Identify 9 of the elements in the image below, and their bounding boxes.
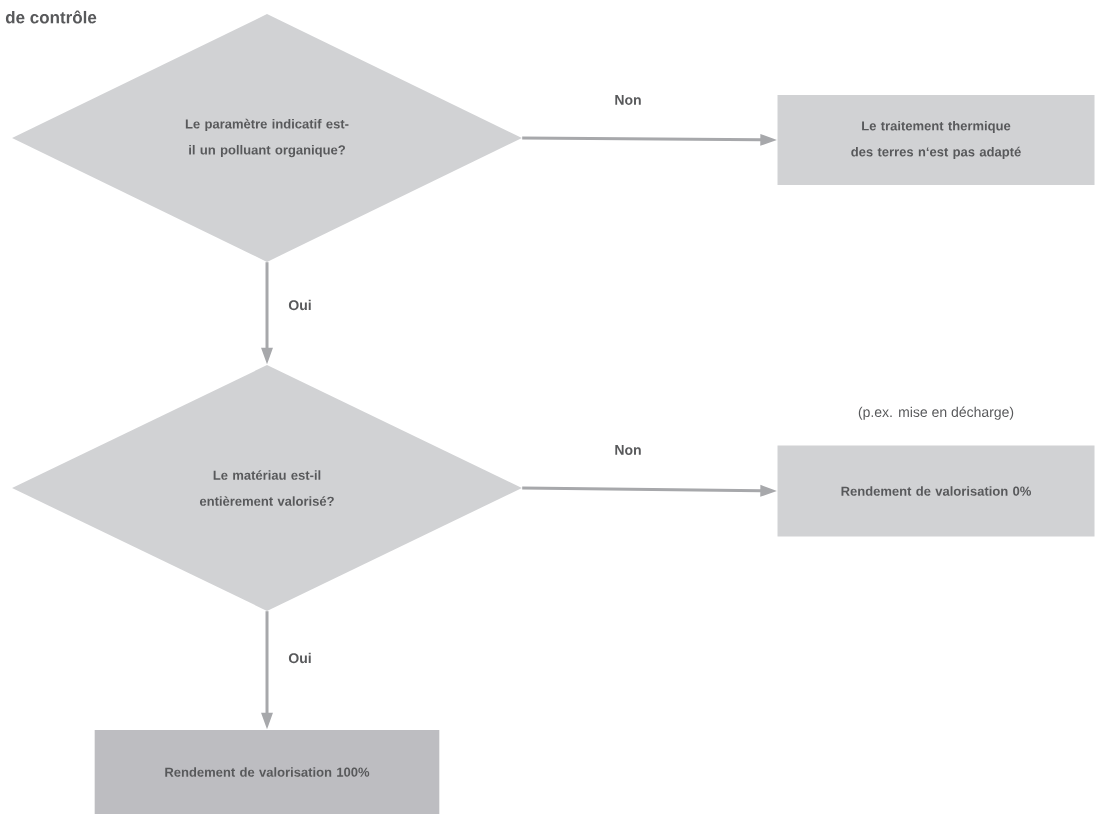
result-box: Rendement de valorisation 100% (94, 730, 440, 814)
note-text: (p.ex. mise en décharge) (858, 406, 1014, 420)
edge-label: Non (615, 95, 641, 105)
edge-label: Oui (288, 652, 311, 664)
result-box: Rendement de valorisation 0% (777, 445, 1095, 537)
result-box: Le traitement thermique des terres n‘est pas adapté (777, 95, 1095, 185)
edge-label: Non (615, 445, 641, 455)
title: de contrôle (5, 10, 97, 24)
edge-label: Oui (288, 299, 311, 311)
